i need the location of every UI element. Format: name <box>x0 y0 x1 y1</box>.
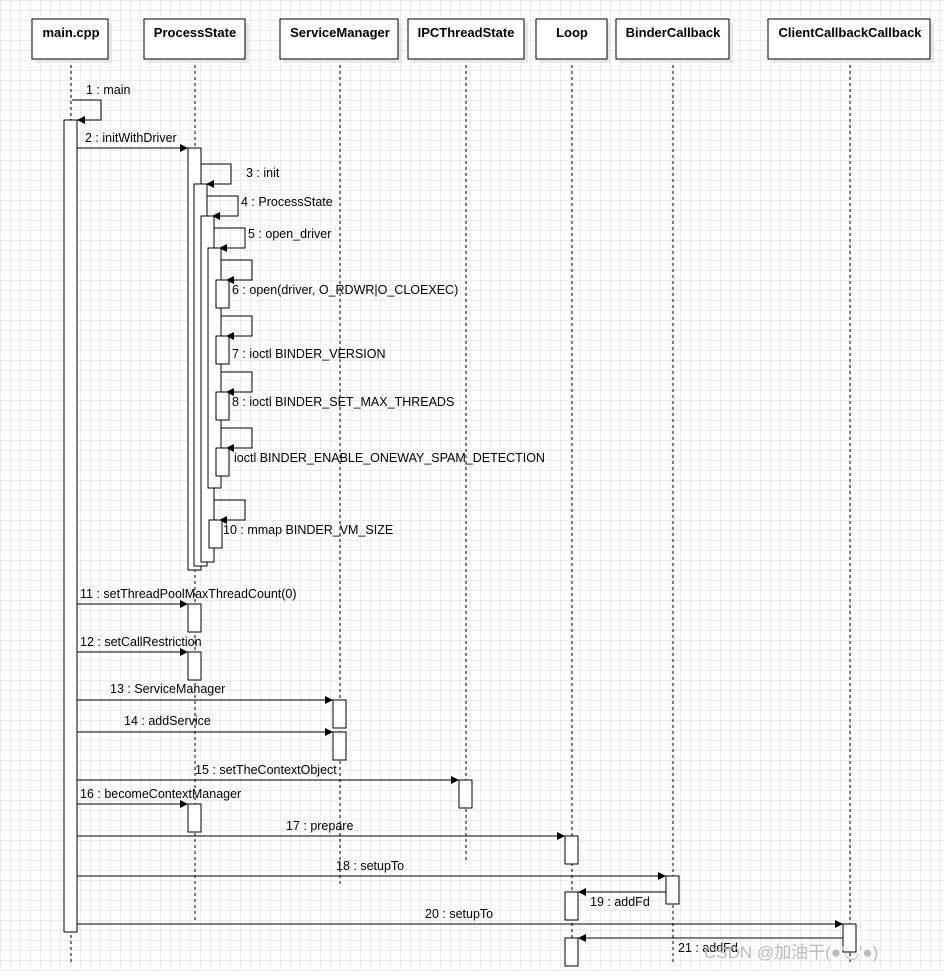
message-6: 6 : open(driver, O_RDWR|O_CLOEXEC) <box>221 259 458 297</box>
participant-label: Loop <box>556 25 588 40</box>
message-1: 1 : main <box>72 83 131 124</box>
message-label: 8 : ioctl BINDER_SET_MAX_THREADS <box>232 395 454 409</box>
message-arrow <box>72 99 102 124</box>
message-label: 19 : addFd <box>590 895 650 909</box>
message-2: 2 : initWithDriver <box>77 131 188 152</box>
participant-bindercallback: BinderCallback <box>615 18 733 63</box>
message-15: 15 : setTheContextObject <box>77 763 459 784</box>
participant-loop: Loop <box>535 18 611 63</box>
message-8: 8 : ioctl BINDER_SET_MAX_THREADS <box>221 371 454 409</box>
watermark: CSDN @加油干(●'◡'●) <box>704 943 878 962</box>
participant-label: ClientCallbackCallback <box>778 25 922 40</box>
message-label: 3 : init <box>246 166 280 180</box>
message-13: 13 : ServiceManager <box>77 682 333 704</box>
message-label: 18 : setupTo <box>336 859 404 873</box>
message-11: 11 : setThreadPoolMaxThreadCount(0) <box>77 587 297 608</box>
activation-bar <box>187 651 202 681</box>
activation-bar <box>215 391 230 421</box>
message-arrow <box>207 195 239 220</box>
message-label: 10 : mmap BINDER_VM_SIZE <box>223 523 393 537</box>
activation-bar <box>564 835 579 865</box>
activation-bar <box>215 279 230 309</box>
message-label: ioctl BINDER_ENABLE_ONEWAY_SPAM_DETECTIO… <box>234 451 545 465</box>
message-arrow <box>201 163 232 188</box>
message-label: 12 : setCallRestriction <box>80 635 202 649</box>
activation-bar <box>564 891 579 921</box>
participant-label: IPCThreadState <box>418 25 515 40</box>
message-7: 7 : ioctl BINDER_VERSION <box>221 315 386 361</box>
message-arrow <box>221 259 253 284</box>
participant-label: ProcessState <box>154 25 236 40</box>
message-arrow <box>214 499 246 524</box>
message-19: 19 : addFd <box>578 888 666 909</box>
message-label: 11 : setThreadPoolMaxThreadCount(0) <box>80 587 297 601</box>
participant-servicemanager: ServiceManager <box>279 18 402 63</box>
message-label: 14 : addService <box>124 714 211 728</box>
message-21: 21 : addFd <box>578 934 843 955</box>
activation-bar <box>187 803 202 833</box>
activation-bar <box>187 603 202 633</box>
message-label: 13 : ServiceManager <box>110 682 225 696</box>
message-14: 14 : addService <box>77 714 333 736</box>
message-label: 16 : becomeContextManager <box>80 787 241 801</box>
message-label: 6 : open(driver, O_RDWR|O_CLOEXEC) <box>232 283 458 297</box>
message-label: 5 : open_driver <box>248 227 331 241</box>
message-label: 20 : setupTo <box>425 907 493 921</box>
participant-ipcthreadstate: IPCThreadState <box>407 18 528 63</box>
message-10: 10 : mmap BINDER_VM_SIZE <box>214 499 393 537</box>
activation-bar <box>215 447 230 477</box>
activation-bar <box>332 731 347 761</box>
message-arrow <box>221 371 253 396</box>
message-12: 12 : setCallRestriction <box>77 635 202 656</box>
message-arrow <box>221 427 253 452</box>
message-4: 4 : ProcessState <box>207 195 333 220</box>
message-label: 15 : setTheContextObject <box>195 763 337 777</box>
participant-label: BinderCallback <box>626 25 721 40</box>
activation-bar <box>665 875 680 905</box>
activation-bar <box>63 119 78 933</box>
activation-bar <box>332 699 347 729</box>
message-arrow <box>221 315 253 340</box>
message-18: 18 : setupTo <box>77 859 666 880</box>
message-3: 3 : init <box>201 163 280 188</box>
message-17: 17 : prepare <box>77 819 565 840</box>
message-label: 17 : prepare <box>286 819 353 833</box>
message-arrow <box>214 227 246 252</box>
message-9: ioctl BINDER_ENABLE_ONEWAY_SPAM_DETECTIO… <box>221 427 545 465</box>
message-label: 21 : addFd <box>678 941 738 955</box>
message-label: 1 : main <box>86 83 131 97</box>
participant-processstate: ProcessState <box>143 18 249 63</box>
activation-bar <box>564 937 579 967</box>
message-label: 7 : ioctl BINDER_VERSION <box>232 347 386 361</box>
message-label: 2 : initWithDriver <box>85 131 177 145</box>
participant-clientcallbackcallback: ClientCallbackCallback <box>767 18 934 63</box>
message-20: 20 : setupTo <box>77 907 843 928</box>
participant-main-cpp: main.cpp <box>31 18 112 63</box>
activation-bar <box>208 519 223 549</box>
message-5: 5 : open_driver <box>214 227 331 252</box>
message-16: 16 : becomeContextManager <box>77 787 241 808</box>
participant-label: main.cpp <box>42 25 99 40</box>
activation-bar <box>215 335 230 365</box>
activation-bar <box>458 779 473 809</box>
message-label: 4 : ProcessState <box>241 195 333 209</box>
participant-label: ServiceManager <box>290 25 390 40</box>
